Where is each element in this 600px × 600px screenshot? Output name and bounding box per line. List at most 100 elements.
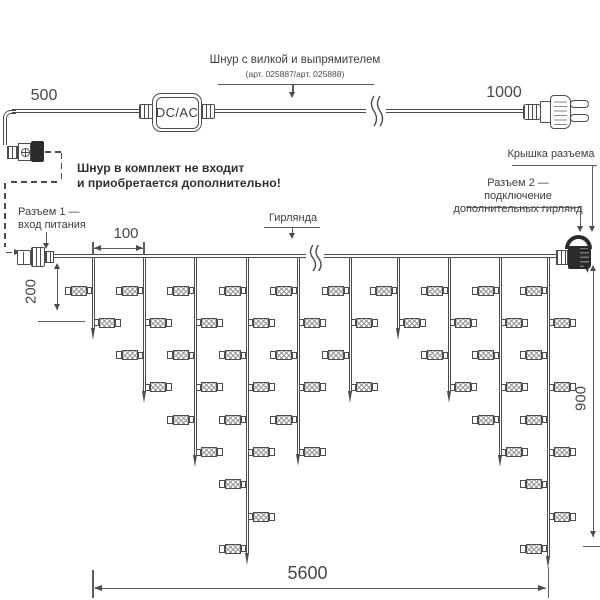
bulb-stub bbox=[248, 319, 253, 327]
bulb bbox=[167, 285, 194, 296]
bulb-cap bbox=[472, 351, 478, 360]
bulb-stub bbox=[391, 287, 397, 294]
bulb-cap bbox=[522, 318, 528, 327]
dim-100-label: 100 bbox=[113, 225, 139, 242]
bulb bbox=[549, 511, 576, 522]
bulb bbox=[520, 285, 547, 296]
bulb-body bbox=[455, 317, 471, 328]
bulb-cap bbox=[217, 383, 223, 392]
bulb-cap bbox=[269, 448, 275, 456]
bulb-stub bbox=[501, 448, 506, 456]
drop-tip bbox=[546, 556, 550, 568]
bulb bbox=[520, 543, 547, 554]
bulb bbox=[322, 285, 349, 296]
bulb-stub bbox=[137, 287, 143, 294]
bulb-body bbox=[304, 317, 320, 328]
bulb-cap bbox=[522, 448, 528, 456]
bulb-stub bbox=[541, 287, 547, 294]
bulb-stub bbox=[541, 480, 547, 488]
dim-500-label: 500 bbox=[30, 87, 58, 104]
dcac-label: DC/AC bbox=[155, 105, 199, 120]
bulb-body bbox=[477, 350, 494, 361]
bulb-cap bbox=[167, 351, 173, 360]
dim-100-line bbox=[94, 247, 143, 249]
drop-tip bbox=[91, 328, 95, 340]
cover-label-underline bbox=[512, 164, 597, 166]
bulb-body bbox=[224, 414, 241, 425]
bulb-cap bbox=[322, 351, 328, 360]
bulb-cap bbox=[269, 383, 275, 392]
bulb-body bbox=[404, 317, 420, 328]
bulb-stub bbox=[549, 383, 554, 391]
plug-cable-entry bbox=[523, 104, 541, 120]
bulb-body bbox=[356, 317, 372, 328]
plug-prong-top bbox=[570, 100, 589, 108]
drop-tip bbox=[193, 455, 197, 467]
bulb bbox=[501, 447, 528, 458]
dim-5600-ext-left bbox=[92, 570, 94, 598]
bulb-body bbox=[150, 382, 166, 393]
dcac-right-nub bbox=[201, 104, 215, 119]
bulb-cap bbox=[322, 286, 328, 295]
bulb bbox=[472, 414, 499, 425]
bulb-stub bbox=[450, 319, 455, 327]
drop-tip bbox=[396, 328, 400, 340]
bulb-body bbox=[121, 285, 138, 296]
bulb-stub bbox=[541, 545, 547, 553]
cord-segment-500 bbox=[12, 109, 140, 113]
bulb-cap bbox=[116, 351, 122, 360]
plug-prong-bottom bbox=[570, 114, 589, 122]
bulb-stub bbox=[541, 416, 547, 424]
bulb-body bbox=[506, 382, 522, 393]
bulb-body bbox=[525, 350, 542, 361]
bulb bbox=[549, 447, 576, 458]
dim-900-ref-line bbox=[583, 545, 600, 547]
bulb-stub bbox=[248, 513, 253, 521]
connector1-label: Разъем 1 — вход питания bbox=[18, 206, 86, 232]
bulb bbox=[472, 285, 499, 296]
bulb bbox=[322, 350, 349, 361]
bulb-body bbox=[525, 479, 542, 490]
bulb-cap bbox=[219, 544, 225, 553]
bulb-stub bbox=[501, 319, 506, 327]
bulb bbox=[421, 285, 448, 296]
connector2-label-arrow-line bbox=[579, 207, 581, 227]
bulb-stub bbox=[248, 383, 253, 391]
bulb-cap bbox=[219, 286, 225, 295]
bulb bbox=[501, 317, 528, 328]
bulb-stub bbox=[188, 287, 194, 294]
bulb-body bbox=[224, 350, 241, 361]
bulb-cap bbox=[471, 383, 477, 392]
connector2-label-line2: дополнительных гирлянд bbox=[453, 203, 583, 215]
bulb-stub bbox=[549, 513, 554, 521]
bulb bbox=[370, 285, 397, 296]
cord-callout-arrow-line bbox=[292, 85, 294, 93]
dim-900-line bbox=[593, 267, 595, 537]
bulb-cap bbox=[570, 318, 576, 327]
bulb bbox=[299, 317, 326, 328]
connector2-label-line1: Разъем 2 — подключение bbox=[484, 177, 552, 202]
bulb-body bbox=[253, 447, 269, 457]
bulb-stub bbox=[240, 351, 246, 359]
bulb-cap bbox=[270, 286, 276, 295]
garland-label: Гирлянда bbox=[268, 212, 318, 224]
cord-callout-title: Шнур с вилкой и выпрямителем bbox=[209, 54, 381, 66]
cover-label-arrowhead bbox=[588, 226, 595, 232]
bulb-cap bbox=[320, 318, 326, 327]
bulb-stub bbox=[541, 351, 547, 359]
bulb-body bbox=[327, 285, 344, 296]
bulb-cap bbox=[472, 415, 478, 424]
garland-connector1-body bbox=[17, 250, 31, 265]
bulb bbox=[196, 447, 223, 458]
bulb-body bbox=[201, 317, 217, 328]
bulb-stub bbox=[248, 448, 253, 456]
bulb-stub bbox=[493, 416, 499, 424]
bulb-cap bbox=[372, 383, 378, 392]
drop-line bbox=[296, 258, 300, 454]
drop-line bbox=[498, 258, 502, 455]
bulb-stub bbox=[299, 383, 304, 391]
dcac-box-inner: DC/AC bbox=[155, 96, 199, 129]
cord-left-corner-inner bbox=[6, 112, 16, 122]
drop-tip bbox=[245, 553, 249, 565]
